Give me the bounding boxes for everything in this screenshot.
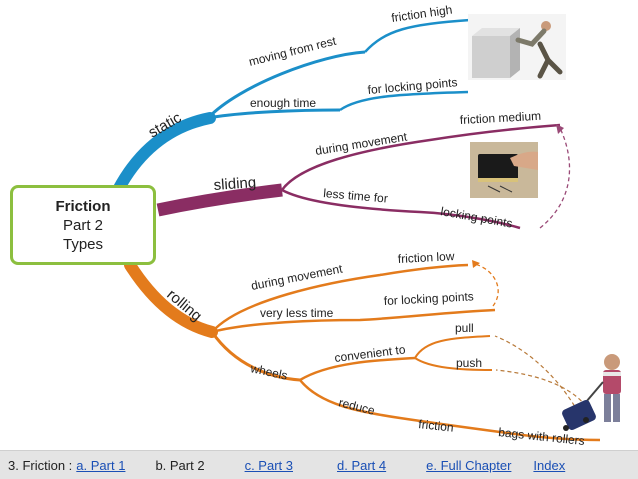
link-part-4[interactable]: d. Part 4 bbox=[337, 457, 387, 473]
rolling-friction-low-label: friction low bbox=[397, 249, 455, 266]
rolling-main-branch bbox=[124, 259, 218, 338]
chapter-navigation-bar: 3. Friction : a. Part 1 b. Part 2 c. Par… bbox=[0, 450, 638, 479]
link-part-3[interactable]: c. Part 3 bbox=[244, 457, 293, 473]
center-title: Friction bbox=[55, 197, 111, 215]
hand-sliding-book-illustration bbox=[470, 142, 538, 198]
convenient-to-push bbox=[414, 357, 493, 371]
sliding-main-branch bbox=[156, 183, 283, 217]
footer-prefix: 3. Friction : bbox=[8, 457, 73, 473]
mind-map: static moving from rest friction high en… bbox=[112, 3, 621, 448]
sliding-branch-down bbox=[281, 188, 521, 230]
rolling-dashed-arrow bbox=[474, 263, 499, 307]
static-moving-line bbox=[364, 18, 471, 53]
sliding-less-time-label: less time for bbox=[323, 186, 389, 206]
sliding-arrow-head bbox=[556, 124, 564, 134]
sliding-friction-medium-label: friction medium bbox=[459, 109, 541, 127]
child-with-roller-bag-illustration bbox=[562, 354, 621, 431]
static-main-branch bbox=[112, 112, 216, 196]
rolling-wheels-label: wheels bbox=[248, 361, 288, 383]
link-part-1[interactable]: a. Part 1 bbox=[76, 457, 126, 473]
rolling-branch-wheels bbox=[210, 331, 301, 382]
rolling-branch-verylow bbox=[211, 308, 496, 334]
link-full-chapter[interactable]: e. Full Chapter bbox=[426, 457, 512, 473]
person-pushing-block-illustration bbox=[468, 14, 566, 80]
sliding-dashed-arrow bbox=[539, 127, 571, 229]
pull-dashed-arrow bbox=[494, 335, 579, 413]
rolling-pull-label: pull bbox=[455, 321, 474, 335]
sliding-branch-up bbox=[280, 123, 561, 191]
rolling-reduce-label: reduce bbox=[337, 395, 376, 418]
static-enough-line bbox=[339, 90, 469, 112]
sliding-label: sliding bbox=[213, 174, 257, 194]
center-node: Friction Part 2 Types bbox=[10, 185, 156, 265]
sliding-locking-label: locking points bbox=[439, 204, 513, 230]
wheels-to-reduce bbox=[299, 379, 601, 442]
center-types: Types bbox=[62, 235, 104, 253]
static-moving-label: moving from rest bbox=[247, 34, 338, 69]
static-branch-to-enough bbox=[207, 108, 341, 120]
rolling-branch-during bbox=[211, 263, 469, 333]
rolling-arrow-head bbox=[472, 260, 480, 268]
link-index[interactable]: Index bbox=[533, 457, 566, 473]
static-branch-to-moving bbox=[206, 50, 366, 120]
convenient-to-pull bbox=[414, 335, 491, 359]
center-part: Part 2 bbox=[62, 216, 104, 234]
push-dashed-arrow bbox=[495, 369, 591, 413]
rolling-during-label: during movement bbox=[250, 261, 344, 293]
rolling-very-less-label: very less time bbox=[260, 306, 334, 320]
rolling-push-label: push bbox=[456, 356, 482, 370]
rolling-friction-label: friction bbox=[418, 417, 455, 435]
static-enough-label: enough time bbox=[250, 96, 316, 110]
footer-current-part: b. Part 2 bbox=[155, 457, 205, 473]
rolling-locking-label: for locking points bbox=[383, 289, 474, 308]
wheels-to-convenient bbox=[299, 356, 416, 382]
